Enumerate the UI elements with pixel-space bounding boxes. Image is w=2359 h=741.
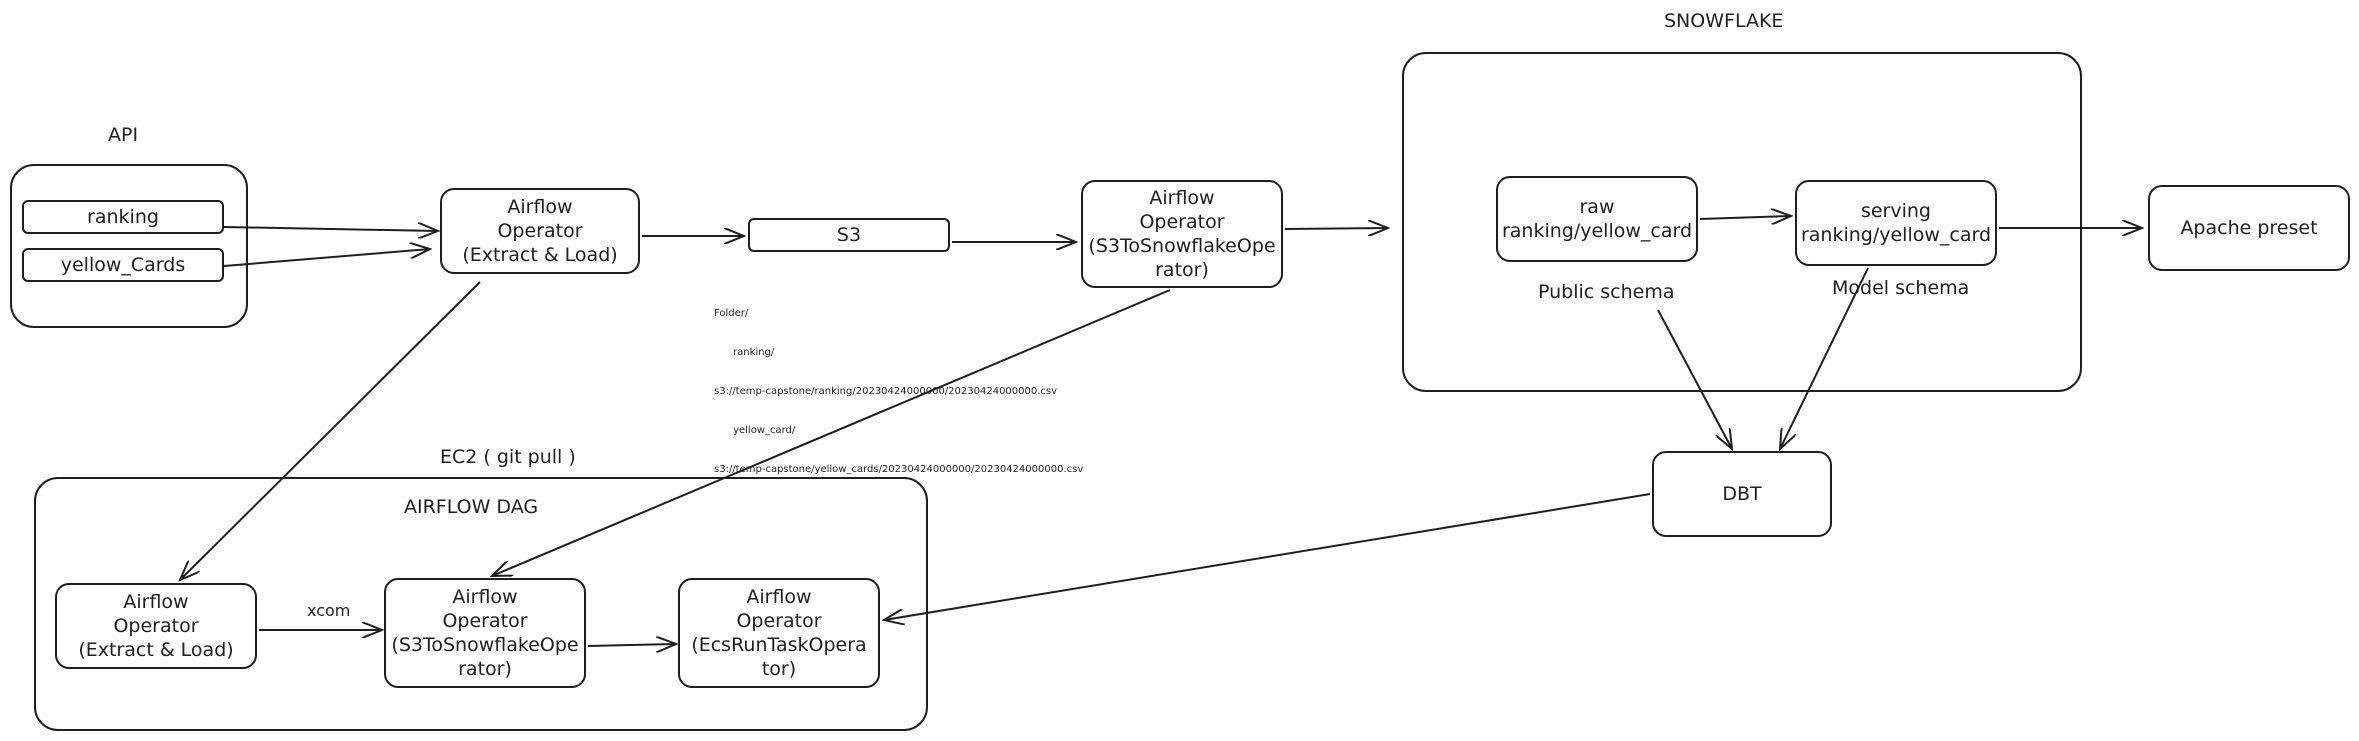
dag-s3-to-snowflake-node: Airflow Operator (S3ToSnowflakeOpe rator… [384,578,586,688]
arrow-s3snowflake-to-snowflake [1284,228,1388,229]
airflow-dag-title: AIRFLOW DAG [404,496,539,518]
ranking-node: ranking [22,200,224,234]
airflow-s3-to-snowflake-node: Airflow Operator (S3ToSnowflakeOpe rator… [1081,180,1283,288]
s3-note-line: ranking/ [714,347,775,358]
xcom-label: xcom [307,601,351,620]
snowflake-group [1402,52,2082,392]
raw-node: raw ranking/yellow_card [1496,176,1698,262]
arrow-yellow-cards-to-extract [223,249,430,267]
s3-folder-note: Folder/ ranking/ s3://temp-capstone/rank… [714,281,1083,502]
arrow-raw-to-serving [1699,216,1791,219]
dag-ecs-run-task-node: Airflow Operator (EcsRunTaskOpera tor) [678,578,880,688]
model-schema-label: Model schema [1832,277,1970,299]
ec2-title: EC2 ( git pull ) [440,446,576,468]
arrow-model-schema-to-dbt [1780,267,1869,449]
dbt-node: DBT [1652,451,1832,537]
arrow-extract-top-to-dag-extract [180,281,481,580]
api-title: API [108,124,139,146]
s3-node: S3 [748,218,950,252]
apache-preset-node: Apache preset [2148,185,2350,271]
ec2-group [34,477,928,731]
s3-note-line: Folder/ [714,308,749,319]
snowflake-title: SNOWFLAKE [1664,10,1784,32]
s3-note-line: yellow_card/ [714,425,796,436]
public-schema-label: Public schema [1538,281,1675,303]
arrow-dbt-to-ecs [884,493,1651,620]
dag-extract-load-node: Airflow Operator (Extract & Load) [55,583,257,669]
yellow-cards-node: yellow_Cards [22,248,224,282]
airflow-extract-load-node: Airflow Operator (Extract & Load) [440,188,640,274]
s3-note-line: s3://temp-capstone/yellow_cards/20230424… [714,464,1084,475]
s3-note-line: s3://temp-capstone/ranking/2023042400000… [714,386,1058,397]
serving-node: serving ranking/yellow_card [1795,180,1997,266]
arrow-s3snowflake-top-to-dag-s3snowflake [492,289,1171,576]
arrow-dag-s3snowflake-to-dag-ecs [587,644,676,646]
arrow-public-schema-to-dbt [1657,309,1732,449]
arrow-ranking-to-extract [223,227,438,231]
api-group [10,164,248,328]
